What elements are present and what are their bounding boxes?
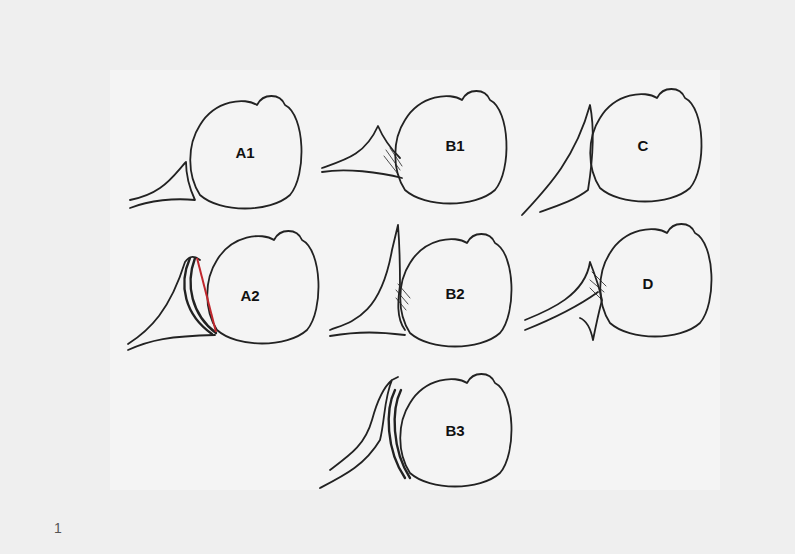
glenoid-outline xyxy=(330,225,405,336)
glenoid-surface xyxy=(389,390,410,478)
humeral-head xyxy=(600,224,711,337)
glenoid-outline xyxy=(322,126,402,178)
erosion-hatching xyxy=(396,284,410,310)
figure-ground xyxy=(110,70,720,490)
humeral-head xyxy=(395,91,506,204)
glenoid-outline xyxy=(522,105,593,215)
type-label: B3 xyxy=(445,422,464,439)
type-label: B1 xyxy=(445,137,464,154)
figure-number: 1 xyxy=(54,520,62,536)
humeral-head xyxy=(190,96,301,209)
type-label: A1 xyxy=(235,144,254,161)
type-label: A2 xyxy=(240,287,259,304)
glenoid-outline xyxy=(525,262,602,340)
reference-line xyxy=(197,258,216,332)
glenoid-outline xyxy=(128,257,215,350)
erosion-hatching xyxy=(590,272,606,300)
glenoid-surface xyxy=(184,258,216,334)
humeral-head xyxy=(590,89,701,202)
humeral-head xyxy=(207,231,318,344)
humeral-head xyxy=(400,234,511,347)
type-label: B2 xyxy=(445,285,464,302)
humeral-head xyxy=(400,374,511,487)
type-label: C xyxy=(638,137,649,154)
glenoid-outline xyxy=(130,162,195,208)
erosion-hatching xyxy=(384,148,402,174)
glenoid-outline xyxy=(320,377,398,488)
type-label: D xyxy=(643,275,654,292)
